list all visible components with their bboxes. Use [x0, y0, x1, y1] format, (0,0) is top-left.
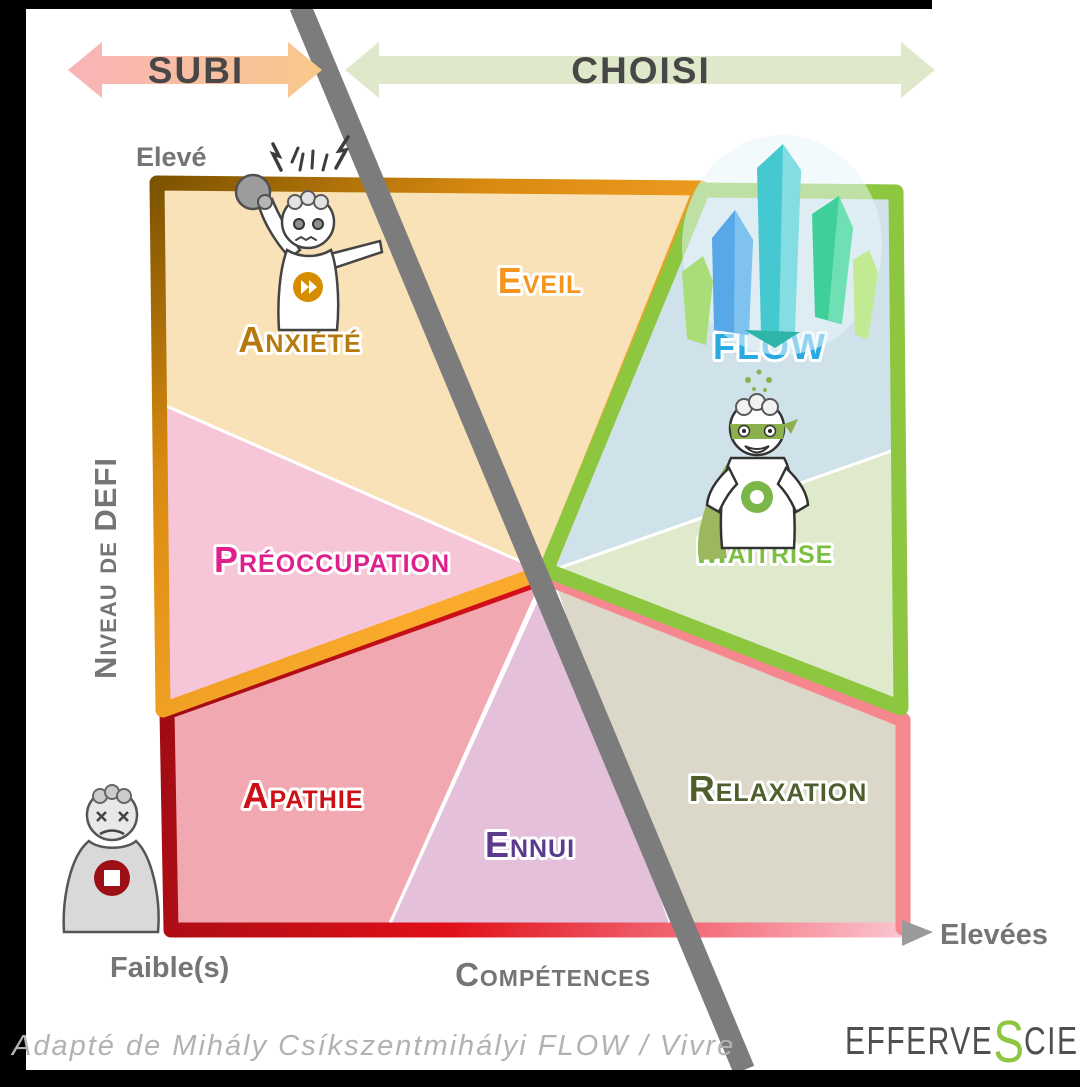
stop-icon: [94, 860, 130, 896]
boxing-glove-icon: [234, 173, 273, 211]
label-eveil: Eveil: [498, 260, 583, 301]
canvas-background-corner: [930, 0, 1080, 12]
brain-icon: [287, 190, 329, 210]
sparkle-dots: [745, 369, 772, 392]
top-axis: SUBI CHOISI: [68, 42, 935, 98]
label-apathie: Apathie: [243, 775, 364, 816]
fast-forward-icon: [293, 272, 323, 302]
x-axis-high-label: Elevées: [940, 919, 1048, 951]
y-axis-high-label: Elevé: [136, 142, 207, 172]
hero-right-arm: [776, 465, 810, 514]
label-ennui: Ennui: [485, 824, 575, 865]
hero-mask-icon: [730, 419, 798, 439]
record-ring-icon: [741, 481, 773, 513]
credit-text: Adapté de Mihály Csíkszentmihályi FLOW /…: [12, 1030, 736, 1062]
subi-choisi-divider-line: [289, 1, 755, 1075]
apathy-frown: [99, 829, 125, 836]
hero-smile: [744, 445, 770, 454]
subi-label: SUBI: [148, 50, 244, 91]
logo-part1: EFFERVE: [845, 1020, 994, 1064]
label-relaxation: Relaxation: [689, 768, 868, 809]
x-eyes: [96, 811, 129, 822]
frame-pink: [544, 572, 911, 936]
subi-arrow-icon: [68, 42, 322, 98]
frame-green: [538, 182, 909, 716]
choisi-arrow-icon: [345, 42, 935, 98]
apathy-character: [62, 784, 160, 934]
lightning-icon: [269, 135, 350, 172]
effervescience-logo: EFFERVESCIENCE: [845, 1006, 1080, 1076]
x-axis-title: Compétences: [455, 956, 651, 993]
choisi-label: CHOISI: [571, 50, 710, 91]
mastery-character: [697, 369, 810, 560]
anxiety-character: [234, 135, 384, 332]
label-preoccupation: Préoccupation: [214, 539, 450, 580]
hero-left-arm: [705, 465, 739, 514]
brain-icon: [92, 784, 132, 804]
anxiety-mouth: [295, 235, 317, 242]
x-axis-arrowhead-icon: [902, 920, 933, 946]
logo-s: S: [993, 1007, 1024, 1075]
logo-part2: CIENCE: [1024, 1020, 1080, 1064]
brain-icon: [735, 393, 779, 416]
y-axis-title: Niveau de DEFI: [88, 457, 123, 679]
y-axis-low-label: Faible(s): [110, 952, 229, 984]
anxiety-eyes: [293, 218, 324, 230]
flow-crystal-icon: [682, 135, 882, 355]
